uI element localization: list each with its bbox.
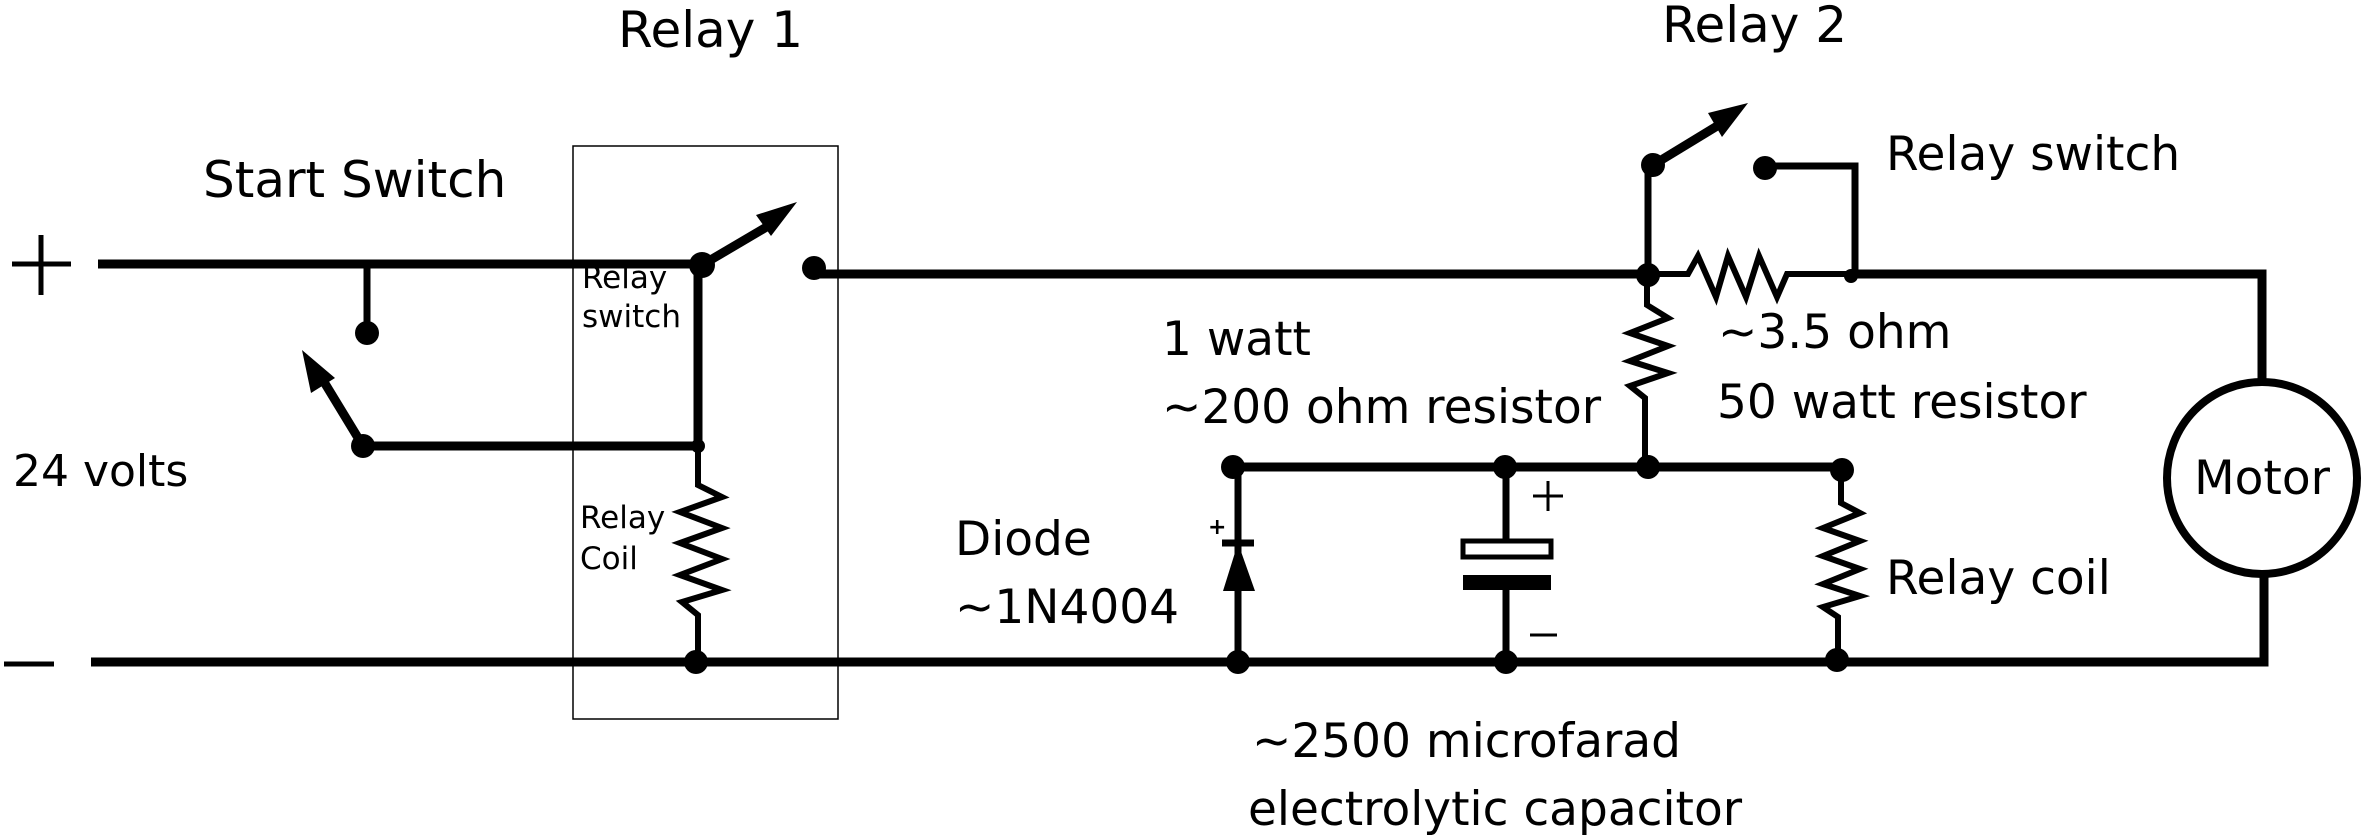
relay2-coil-label: Relay coil — [1886, 551, 2111, 606]
diode-polarity-mark: + — [1208, 515, 1226, 540]
capacitor-plus-icon — [1533, 481, 1563, 511]
diode-icon — [1221, 455, 1255, 674]
relay1-switch-label-line2: switch — [582, 299, 681, 335]
relay2-switch — [1636, 103, 1859, 287]
relay1-coil-label-line1: Relay — [580, 500, 665, 536]
resistor-200-label-line2: ~200 ohm resistor — [1162, 380, 1602, 435]
electrolytic-capacitor-icon — [1460, 455, 1554, 674]
relay2-coil-icon — [1814, 458, 1871, 672]
capacitor-label-line2: electrolytic capacitor — [1248, 782, 1743, 837]
capacitor-top-dot — [1493, 455, 1517, 479]
motor-icon — [2163, 378, 2361, 667]
capacitor-label-line1: ~2500 microfarad — [1252, 714, 1681, 769]
resistor-3-5-ohm-icon — [1648, 247, 1858, 306]
resistor-3-5-label-line1: ~3.5 ohm — [1718, 305, 1951, 360]
relay1-switch — [689, 202, 826, 453]
start-switch — [302, 264, 698, 458]
relay2-switch-label: Relay switch — [1886, 127, 2180, 182]
resistor-200-ohm-icon — [1621, 275, 1678, 479]
supply-voltage-label: 24 volts — [13, 446, 188, 497]
relay2-title: Relay 2 — [1662, 0, 1847, 54]
diode-bottom-dot — [1226, 650, 1250, 674]
capacitor-bottom-dot — [1494, 650, 1518, 674]
diode-top-dot — [1221, 455, 1245, 479]
relay1-title: Relay 1 — [618, 1, 803, 59]
relay2-coil-top-dot — [1830, 458, 1854, 482]
start-switch-label: Start Switch — [203, 151, 506, 209]
diode-label-line2: ~1N4004 — [955, 580, 1179, 635]
resistor-3-5-label-line2: 50 watt resistor — [1717, 375, 2087, 430]
motor-feed-wire — [1851, 269, 2267, 382]
resistor-200-label-line1: 1 watt — [1162, 312, 1311, 367]
relay1-coil-label-line2: Coil — [580, 541, 638, 577]
relay1-coil-icon — [671, 446, 732, 674]
diode-label-line1: Diode — [955, 512, 1092, 567]
relay1-switch-label-line1: Relay — [582, 260, 667, 296]
relay2-switch-bypass-wire — [1765, 162, 1859, 274]
relay2-switch-arm — [1650, 116, 1730, 169]
start-switch-arm — [314, 369, 367, 449]
motor-label: Motor — [2194, 451, 2330, 506]
relay1-switch-arm — [699, 218, 778, 269]
positive-terminal-icon — [12, 235, 71, 295]
start-switch-contact-dot — [355, 321, 379, 345]
relay2-coil-bottom-dot — [1825, 648, 1849, 672]
relay2-switch-arrow-icon — [1708, 103, 1748, 137]
start-switch-arrow-icon — [302, 350, 335, 393]
relay1-enclosure — [572, 145, 839, 720]
relay1-switch-arrow-icon — [756, 202, 797, 236]
